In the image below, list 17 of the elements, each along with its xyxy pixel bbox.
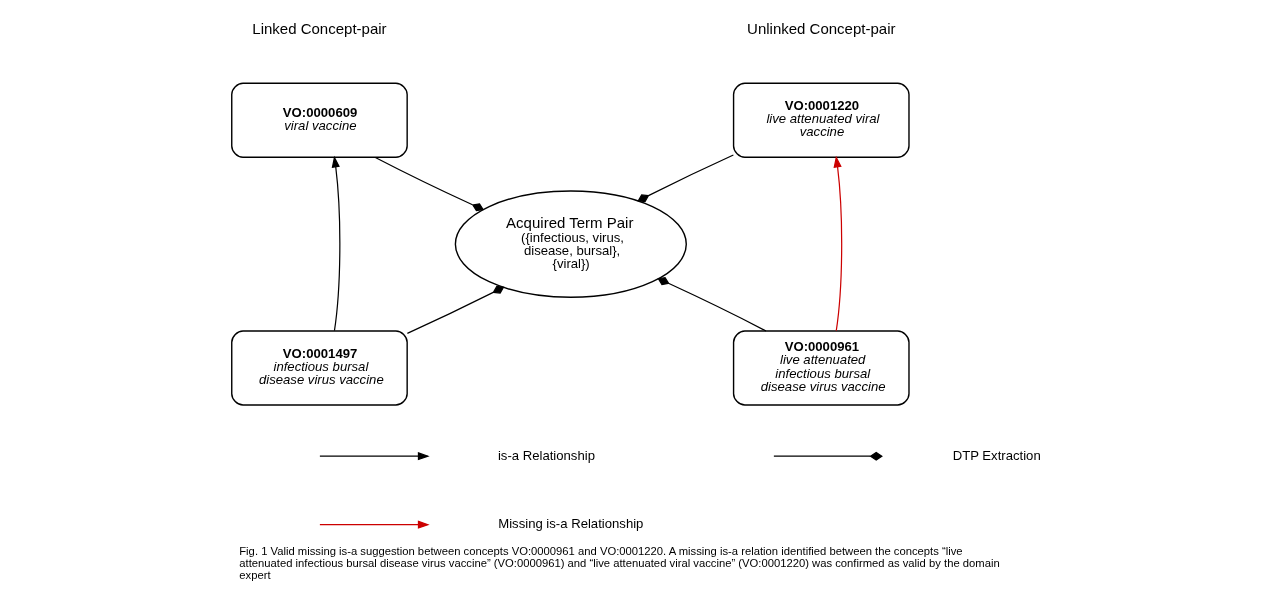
label: Unlinked Concept-pair	[746, 20, 895, 38]
connector	[406, 285, 504, 334]
arrow	[331, 155, 340, 332]
node-box: VO:0000961 live attenuated infectious bursal disease virus vaccine	[732, 330, 910, 406]
arrow	[833, 155, 842, 332]
connector	[374, 156, 484, 212]
connector	[636, 154, 734, 203]
node-box: VO:0001220 live attenuated viral vaccine	[732, 82, 910, 158]
legend-label: DTP Extraction	[952, 447, 1041, 463]
node-box: VO:0000609 viral vaccine	[230, 82, 408, 158]
caption: Fig. 1 Valid missing is-a suggestion between concepts VO:0000961 and VO:0001220. A missing is-a relation identified between the concepts “live attenuated infectious bursal disease virus vaccine” (VO:0000961) and “live attenuated viral vaccine” (VO:0001220) was confirmed as valid by the domain expert	[238, 544, 1000, 582]
node-ellipse: Acquired Term Pair ({infectious, virus, disease, bursal}, {viral})	[454, 190, 687, 298]
label: Linked Concept-pair	[251, 20, 387, 38]
connector	[656, 277, 767, 332]
node-box: VO:0001497 infectious bursal disease virus vaccine	[230, 330, 408, 406]
legend-label: is-a Relationship	[497, 447, 595, 463]
legend-label: Missing is-a Relationship	[497, 516, 643, 532]
